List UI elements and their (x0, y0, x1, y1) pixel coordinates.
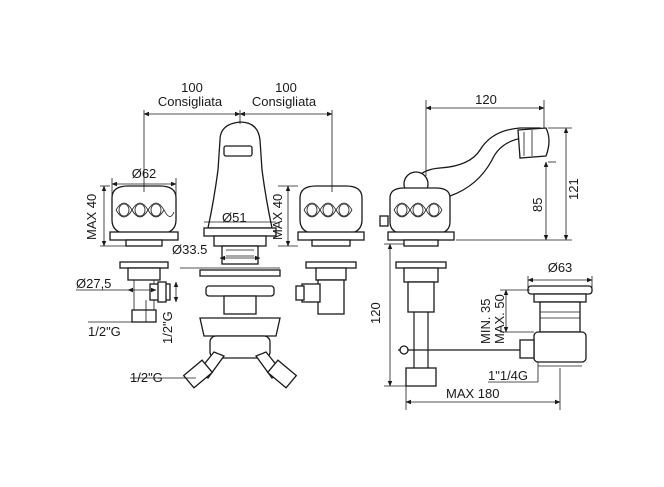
label-max40-mid: MAX 40 (270, 194, 285, 240)
dimension-labels: 100 Consigliata 100 Consigliata Ø62 Ø51 … (76, 80, 581, 401)
label-knob-diameter: Ø62 (132, 166, 157, 181)
label-waste-diameter: Ø63 (548, 260, 573, 275)
label-thread-left: 1/2"G (88, 324, 121, 339)
label-spacing-right-note: Consigliata (252, 94, 317, 109)
popup-waste (519, 285, 593, 367)
label-min35: MIN. 35 (478, 298, 493, 344)
side-view-mixer (379, 127, 550, 387)
label-spacing-left-note: Consigliata (158, 94, 223, 109)
label-spacing-left: 100 (181, 80, 203, 95)
label-height-121: 121 (566, 178, 581, 200)
label-max40-left: MAX 40 (84, 194, 99, 240)
label-waste-thread: 1"1/4G (488, 368, 528, 383)
left-handle (109, 185, 179, 323)
label-outlet-diameter: Ø27,5 (76, 276, 111, 291)
label-max180: MAX 180 (446, 386, 499, 401)
label-thread-bottom: 1/2"G (130, 370, 163, 385)
front-dimensions (76, 110, 333, 379)
right-handle (295, 185, 365, 315)
label-body-diameter: Ø33.5 (172, 242, 207, 257)
label-spacing-right: 100 (275, 80, 297, 95)
side-dimensions (384, 100, 593, 410)
label-height-120: 120 (368, 302, 383, 324)
label-max50: MAX. 50 (492, 294, 507, 344)
label-thread-vertical: 1/2"G (160, 311, 175, 344)
label-spout-diameter: Ø51 (222, 210, 247, 225)
label-spout-reach: 120 (475, 92, 497, 107)
label-height-85: 85 (530, 198, 545, 212)
